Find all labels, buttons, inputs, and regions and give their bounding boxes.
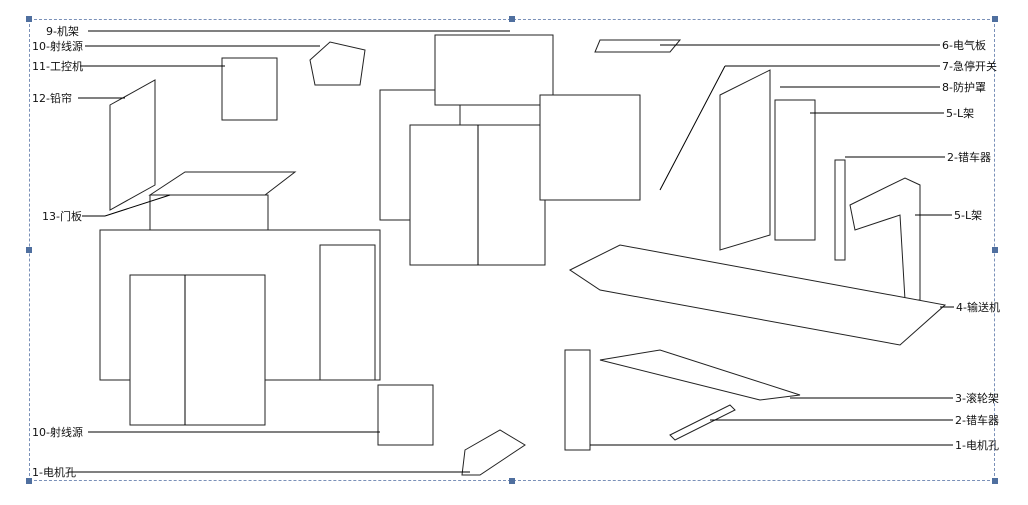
l-frame-2 bbox=[849, 177, 921, 301]
label-conveyor: 4-输送机 bbox=[956, 300, 1000, 314]
resize-handle[interactable] bbox=[26, 478, 32, 484]
industrial-pc bbox=[221, 57, 278, 121]
leader-lines bbox=[68, 30, 954, 473]
label-guide-2: 2-错车器 bbox=[955, 413, 999, 427]
resize-handle[interactable] bbox=[992, 478, 998, 484]
motor-bracket bbox=[461, 429, 526, 476]
label-roller-frame: 3-滚轮架 bbox=[955, 391, 999, 405]
ray-source bbox=[309, 41, 366, 86]
label-ray-source: 10-射线源 bbox=[32, 39, 83, 53]
label-door-panel: 13-门板 bbox=[42, 209, 82, 223]
label-emergency-stop: 7-急停开关 bbox=[942, 59, 997, 73]
motor-mount bbox=[564, 349, 591, 451]
lead-curtain bbox=[109, 69, 771, 251]
resize-handle[interactable] bbox=[509, 478, 515, 484]
label-shield: 8-防护罩 bbox=[942, 80, 986, 94]
guide-2 bbox=[669, 404, 736, 441]
frame-assembly bbox=[379, 34, 641, 266]
l-frame bbox=[774, 99, 816, 241]
label-l-frame: 5-L架 bbox=[946, 107, 974, 120]
label-industrial-pc: 11-工控机 bbox=[32, 59, 83, 73]
resize-handle[interactable] bbox=[992, 16, 998, 22]
resize-handle[interactable] bbox=[26, 247, 32, 253]
machine-body bbox=[99, 171, 381, 426]
roller-frame bbox=[599, 349, 801, 401]
electric-board bbox=[594, 39, 682, 53]
label-electric-board: 6-电气板 bbox=[942, 38, 986, 52]
guide bbox=[834, 159, 846, 261]
label-frame: 9-机架 bbox=[46, 24, 79, 38]
label-guide: 2-错车器 bbox=[947, 150, 991, 164]
ray-source-2 bbox=[377, 384, 434, 446]
resize-handle[interactable] bbox=[509, 16, 515, 22]
conveyor bbox=[569, 244, 947, 346]
label-l-frame-2: 5-L架 bbox=[954, 209, 982, 222]
label-lead-curtain: 12-铅帘 bbox=[32, 91, 72, 105]
label-motor-hole: 1-电机孔 bbox=[32, 465, 76, 479]
label-ray-source-2: 10-射线源 bbox=[32, 425, 83, 439]
resize-handle[interactable] bbox=[26, 16, 32, 22]
label-motor-hole-2: 1-电机孔 bbox=[955, 438, 999, 452]
resize-handle[interactable] bbox=[992, 247, 998, 253]
